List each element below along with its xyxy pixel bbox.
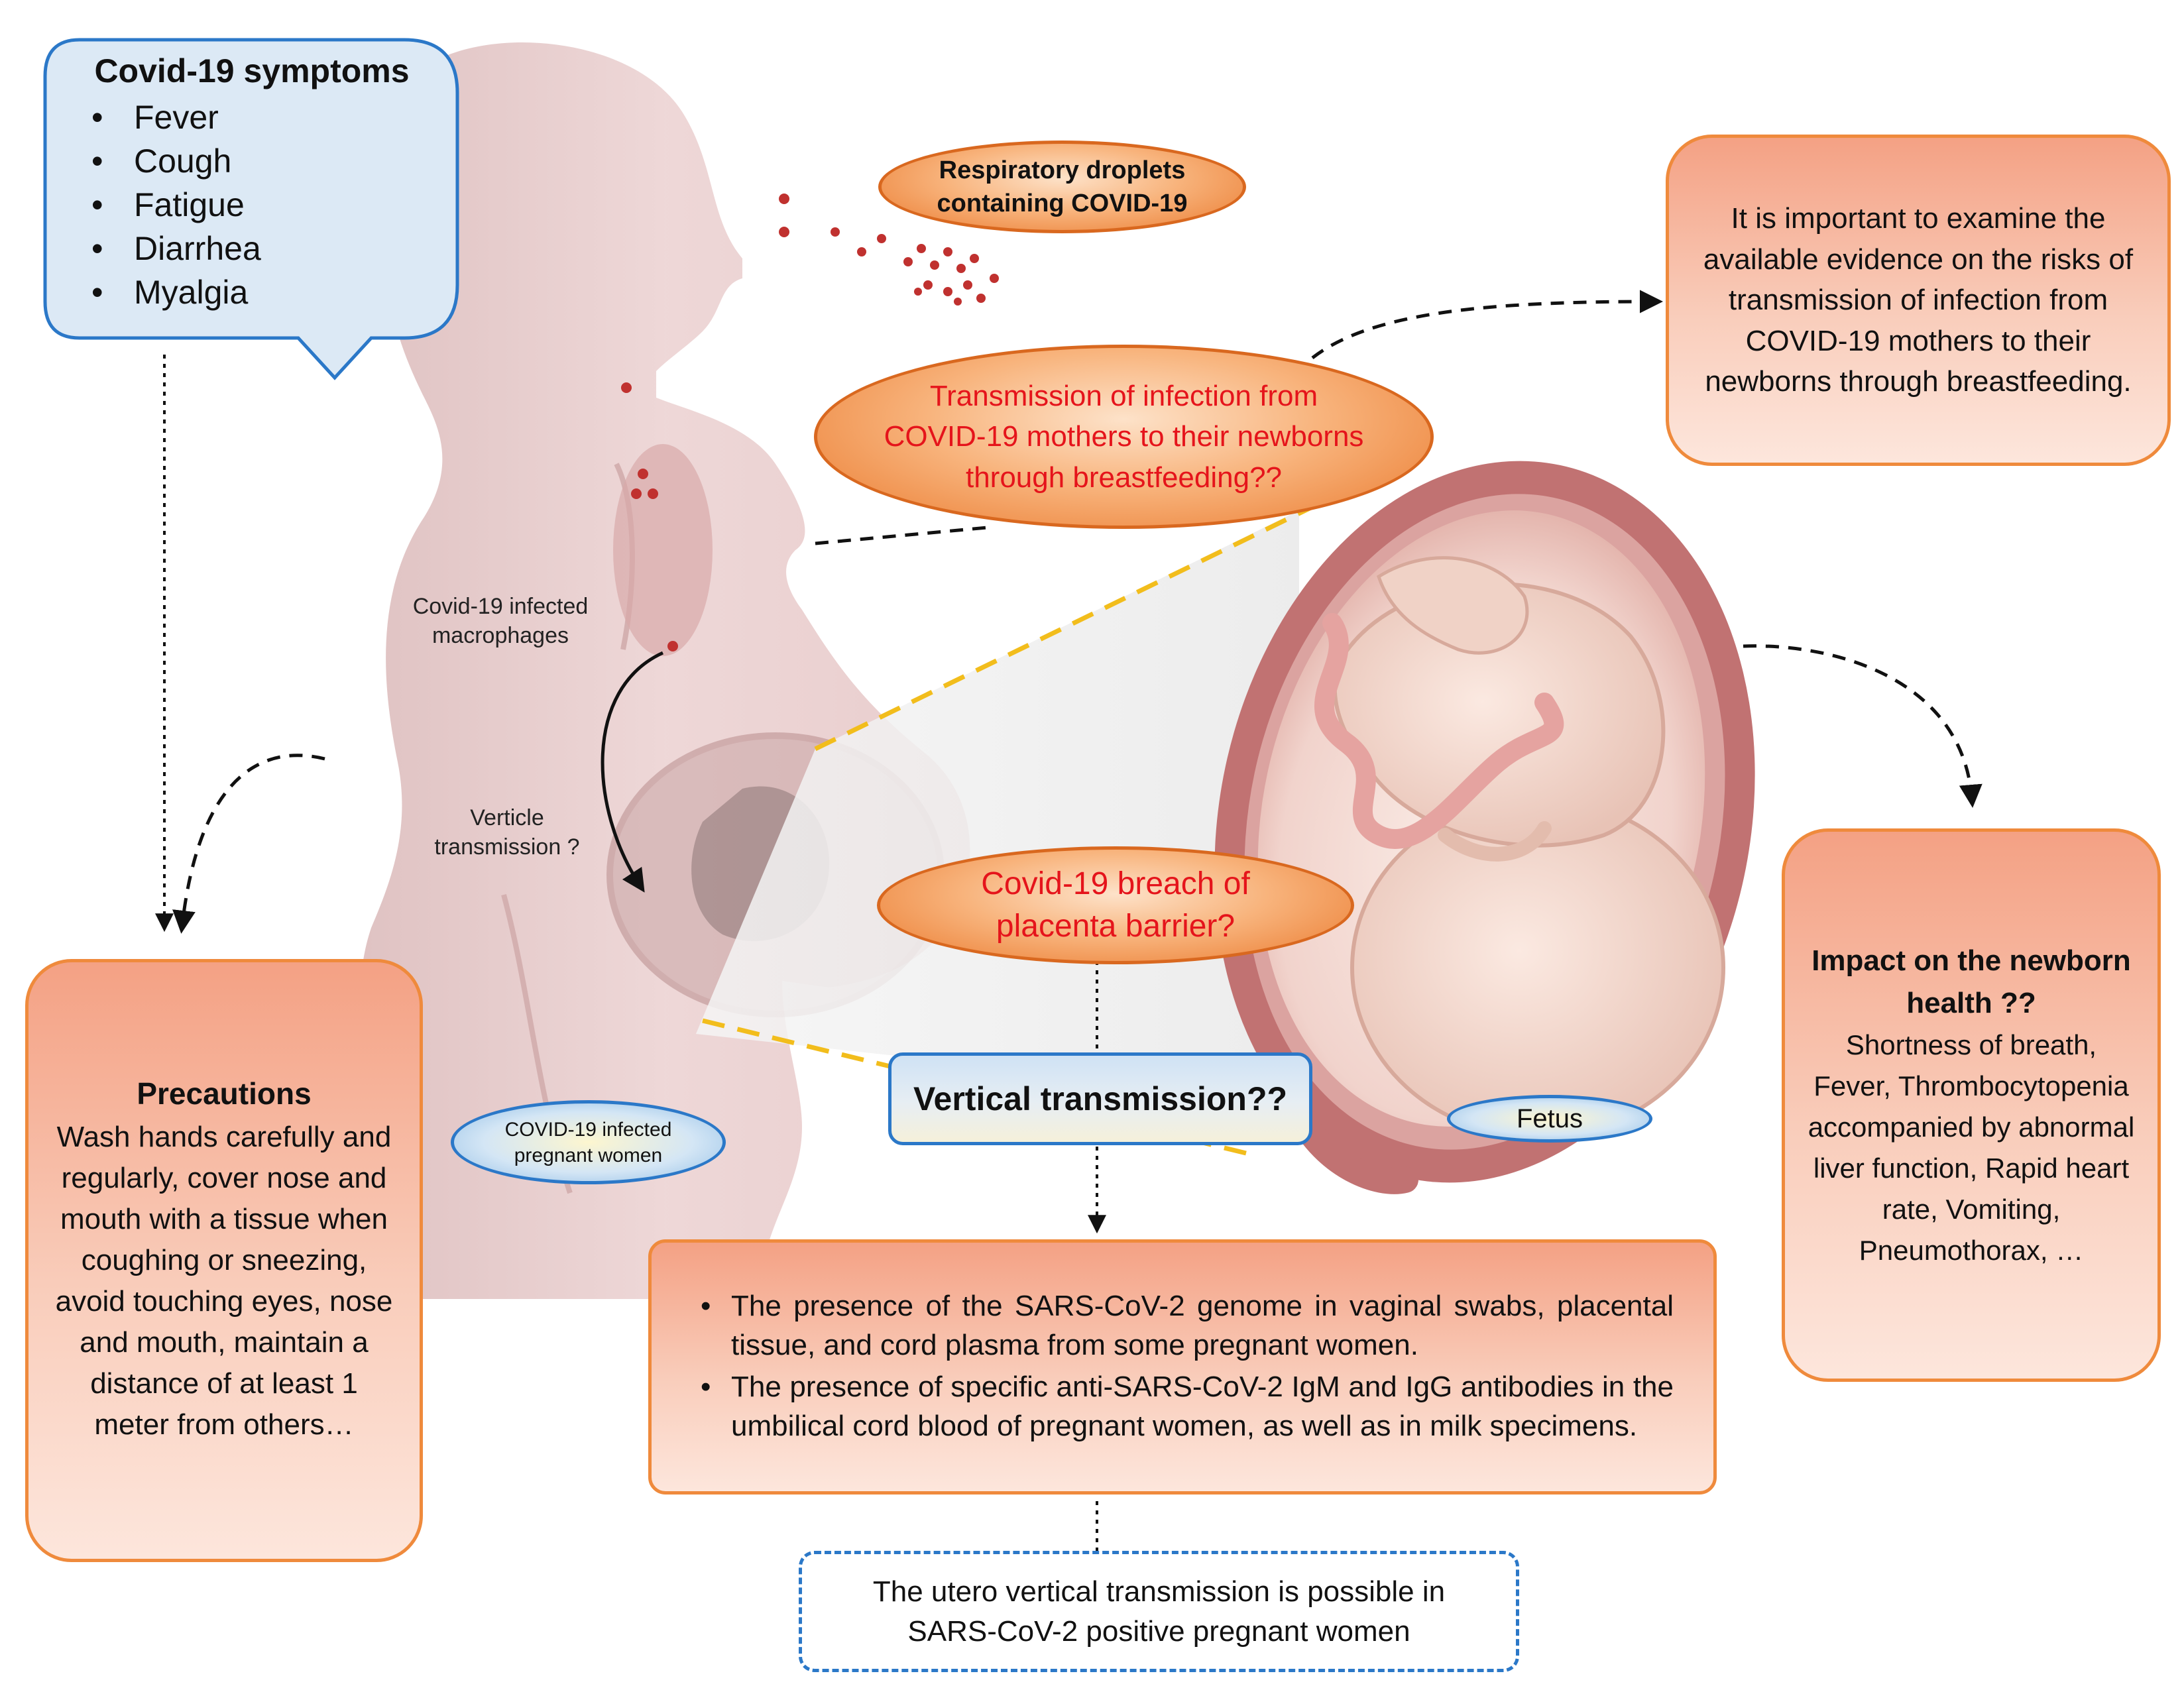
verticle-transmission-label: Verticle transmission ? [434, 805, 580, 860]
virus-particles [621, 194, 999, 651]
zoom-line-top [814, 501, 1320, 752]
evidence-note-box: It is important to examine the available… [1666, 135, 2171, 466]
finding-item: The presence of the SARS-CoV-2 genome in… [691, 1286, 1674, 1365]
uterus-fetus-illustration [1214, 461, 1755, 1194]
breastfeeding-question-ellipse: Transmission of infection from COVID-19 … [814, 345, 1434, 529]
placenta-question-text: Covid-19 breach of placenta barrier? [981, 866, 1250, 944]
evidence-note-text: It is important to examine the available… [1703, 202, 2134, 398]
vertical-transmission-text: Vertical transmission?? [913, 1080, 1288, 1117]
symptoms-panel: Covid-19 symptoms Fever Cough Fatigue Di… [60, 46, 444, 325]
impact-text: Shortness of breath, Fever, Thrombocytop… [1808, 1029, 2135, 1266]
droplets-label: Respiratory droplets containing COVID-19 [937, 156, 1188, 217]
symptom-item: Fever [87, 95, 261, 139]
findings-box: The presence of the SARS-CoV-2 genome in… [648, 1239, 1717, 1495]
fetus-label-ellipse: Fetus [1447, 1095, 1652, 1143]
symptom-item: Cough [87, 139, 261, 183]
impact-box: Impact on the newborn health ?? Shortnes… [1782, 828, 2161, 1382]
vertical-transmission-box: Vertical transmission?? [888, 1052, 1312, 1145]
fetus-label: Fetus [1516, 1103, 1583, 1133]
symptoms-title: Covid-19 symptoms [94, 52, 410, 89]
conclusion-box: The utero vertical transmission is possi… [799, 1551, 1519, 1672]
symptom-item: Myalgia [87, 270, 261, 314]
macrophages-label: Covid-19 infected macrophages [412, 594, 589, 649]
precautions-title: Precautions [137, 1076, 312, 1111]
findings-list: The presence of the SARS-CoV-2 genome in… [691, 1286, 1674, 1448]
finding-item: The presence of specific anti-SARS-CoV-2… [691, 1367, 1674, 1445]
precautions-text: Wash hands carefully and regularly, cove… [55, 1121, 393, 1441]
infected-women-label: COVID-19 infected pregnant women [504, 1118, 672, 1166]
breastfeeding-question-text: Transmission of infection from COVID-19 … [884, 379, 1364, 494]
placenta-question-ellipse: Covid-19 breach of placenta barrier? [877, 846, 1354, 964]
symptoms-list: Fever Cough Fatigue Diarrhea Myalgia [87, 95, 261, 314]
symptom-item: Fatigue [87, 183, 261, 227]
droplets-ellipse: Respiratory droplets containing COVID-19 [878, 141, 1246, 233]
infected-women-ellipse: COVID-19 infected pregnant women [451, 1100, 726, 1184]
conclusion-text: The utero vertical transmission is possi… [872, 1575, 1446, 1648]
symptom-item: Diarrhea [87, 227, 261, 270]
connector-arrows [155, 290, 1983, 1582]
impact-title: Impact on the newborn health ?? [1811, 944, 2131, 1019]
precautions-box: Precautions Wash hands carefully and reg… [25, 959, 423, 1562]
